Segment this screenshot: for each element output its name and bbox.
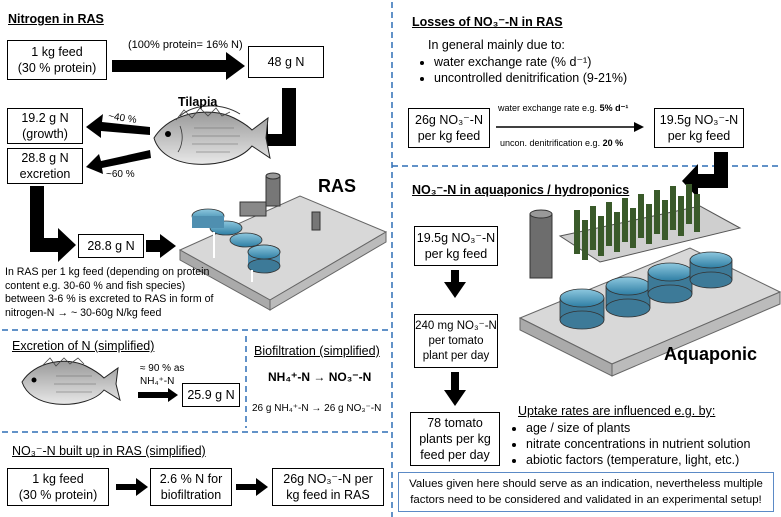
aq-box2-line3: plant per day <box>422 349 490 362</box>
aq-box1-line1: 19.5g NO₃⁻-N <box>416 231 496 245</box>
buildup-bio-line1: 2.6 % N for <box>159 472 223 486</box>
aq-box3-line2: plants per kg <box>419 432 491 446</box>
ras-note: In RAS per 1 kg feed (depending on prote… <box>5 266 213 320</box>
feed-line1: 1 kg feed <box>31 45 83 59</box>
aq-box2-line2: per tomato <box>428 334 484 347</box>
losses-bullet-1: water exchange rate (% d⁻¹) <box>434 54 627 70</box>
excretion-pct-line1: ≈ 90 % as <box>140 363 185 374</box>
buildup-feed-box: 1 kg feed (30 % protein) <box>7 468 109 506</box>
flow-arrows-right <box>444 122 728 406</box>
aquaponic-system-illustration <box>518 184 781 377</box>
losses-left-line2: per kg feed <box>417 129 481 143</box>
denit-value: 20 % <box>602 138 624 148</box>
uptake-item-3: abiotic factors (temperature, light, etc… <box>526 452 750 468</box>
buildup-feed-line1: 1 kg feed <box>32 472 84 486</box>
denitrification-label: uncon. denitrification e.g. 20 % <box>500 138 623 148</box>
losses-right-box: 19.5g NO₃⁻-N per kg feed <box>654 108 744 148</box>
losses-intro: In general mainly due to: <box>428 38 565 52</box>
losses-left-box: 26g NO₃⁻-N per kg feed <box>408 108 490 148</box>
aquaponics-title: NO₃⁻-N in aquaponics / hydroponics <box>412 183 630 197</box>
growth-line1: 19.2 g N <box>21 111 69 125</box>
denit-prefix: uncon. denitrification e.g. <box>500 138 603 148</box>
tilapia-fish-icon <box>153 105 271 165</box>
buildup-result-line2: kg feed in RAS <box>286 488 370 502</box>
buildup-bio-box: 2.6 % N for biofiltration <box>150 468 232 506</box>
buildup-bio-line2: biofiltration <box>160 488 222 502</box>
buildup-title: NO₃⁻-N built up in RAS (simplified) <box>12 444 206 458</box>
losses-left-line1: 26g NO₃⁻-N <box>415 113 483 127</box>
biofiltration-title: Biofiltration (simplified) <box>254 344 380 358</box>
arrow-to-excretion <box>86 150 151 174</box>
arrow-excretion-to-ras <box>30 186 76 262</box>
n-amount: 48 g N <box>267 55 305 69</box>
flow-arrows-left <box>30 52 296 496</box>
aq-box-3: 78 tomato plants per kg feed per day <box>410 412 500 466</box>
arrow-aq-2 <box>444 372 466 406</box>
losses-right-line1: 19.5g NO₃⁻-N <box>659 113 739 127</box>
note-line-4: nitrogen-N → ~ 30-60g N/kg feed <box>5 306 162 319</box>
aq-box-2: 240 mg NO₃⁻-N per tomato plant per day <box>414 314 498 368</box>
aq-box1-line2: per kg feed <box>424 247 488 261</box>
ras-system-illustration <box>178 172 388 311</box>
exchange-rate-label: water exchange rate e.g. 5% d⁻¹ <box>498 103 628 114</box>
feed-line2: (30 % protein) <box>17 61 97 75</box>
n-to-ras-box: 28.8 g N <box>78 234 144 258</box>
uptake-item-1: age / size of plants <box>526 420 750 436</box>
aq-box3-line3: feed per day <box>420 448 490 462</box>
n-amount-box: 48 g N <box>248 46 324 78</box>
excretion-pct-line2: NH₄⁺-N <box>140 376 175 387</box>
arrow-excretion-amount <box>138 388 178 402</box>
losses-title: Losses of NO₃⁻-N in RAS <box>412 15 563 29</box>
losses-right-line2: per kg feed <box>667 129 731 143</box>
excretion-amount: 25.9 g N <box>187 388 235 402</box>
disclaimer-line2: factors need to be considered and valida… <box>410 494 762 506</box>
feed-box: 1 kg feed (30 % protein) <box>7 40 107 80</box>
arrow-aq-1 <box>444 270 466 298</box>
arrow-to-growth <box>86 114 150 138</box>
aquaponic-label: Aquaponic <box>664 344 757 364</box>
exchange-value: 5% d⁻¹ <box>599 103 629 113</box>
note-line-2: content e.g. 30-60 % and fish species) <box>5 279 186 292</box>
excretion-pct: ≈ 90 % as NH₄⁺-N <box>140 362 184 388</box>
arrow-buildup-1 <box>116 478 148 496</box>
aq-box3-line1: 78 tomato <box>427 416 483 430</box>
buildup-feed-line2: (30 % protein) <box>18 488 98 502</box>
growth-line2: (growth) <box>22 127 68 141</box>
losses-bullet-2: uncontrolled denitrification (9-21%) <box>434 70 627 86</box>
excr-line1: 28.8 g N <box>21 151 69 165</box>
losses-bullets: water exchange rate (% d⁻¹) uncontrolled… <box>416 54 627 86</box>
excr-line2: excretion <box>19 167 71 181</box>
arrow-feed-to-n <box>112 52 245 80</box>
excretion-amount-box: 25.9 g N <box>182 383 240 407</box>
uptake-item-2: nitrate concentrations in nutrient solut… <box>526 436 750 452</box>
buildup-result-line1: 26g NO₃⁻-N per <box>283 472 373 486</box>
biofiltration-reaction: NH₄⁺-N → NO₃⁻-N <box>268 370 372 384</box>
aq-box-1: 19.5g NO₃⁻-N per kg feed <box>414 226 498 266</box>
fish-label: Tilapia <box>178 95 218 109</box>
arrow-buildup-2 <box>236 478 268 496</box>
nitrogen-title: Nitrogen in RAS <box>8 12 104 26</box>
n-to-ras: 28.8 g N <box>87 239 135 253</box>
protein-note: (100% protein= 16% N) <box>128 39 243 51</box>
biofiltration-example: 26 g NH₄⁺-N → 26 g NO₃⁻-N <box>252 403 382 414</box>
ras-label: RAS <box>318 176 357 196</box>
note-line-3: between 3-6 % is excreted to RAS in form… <box>5 293 214 306</box>
uptake-list: age / size of plants nitrate concentrati… <box>508 420 750 468</box>
tilapia-fish-small-icon <box>21 357 121 405</box>
arrow-losses-to-aquaponics <box>682 152 728 198</box>
disclaimer-line1: Values given here should serve as an ind… <box>409 478 763 490</box>
disclaimer-box: Values given here should serve as an ind… <box>398 472 774 512</box>
buildup-result-box: 26g NO₃⁻-N per kg feed in RAS <box>272 468 384 506</box>
pct60-label: ~60 % <box>106 169 135 180</box>
note-line-1: In RAS per 1 kg feed (depending on prote… <box>5 266 210 278</box>
arrow-losses <box>634 122 644 132</box>
excretion-title: Excretion of N (simplified) <box>12 339 155 353</box>
growth-box: 19.2 g N (growth) <box>7 108 83 144</box>
arrow-n-to-ras <box>146 234 176 258</box>
aq-box2-line1: 240 mg NO₃⁻-N <box>415 319 497 332</box>
excretion-box: 28.8 g N excretion <box>7 148 83 184</box>
uptake-title: Uptake rates are influenced e.g. by: <box>518 404 716 418</box>
exchange-prefix: water exchange rate e.g. <box>498 103 600 113</box>
